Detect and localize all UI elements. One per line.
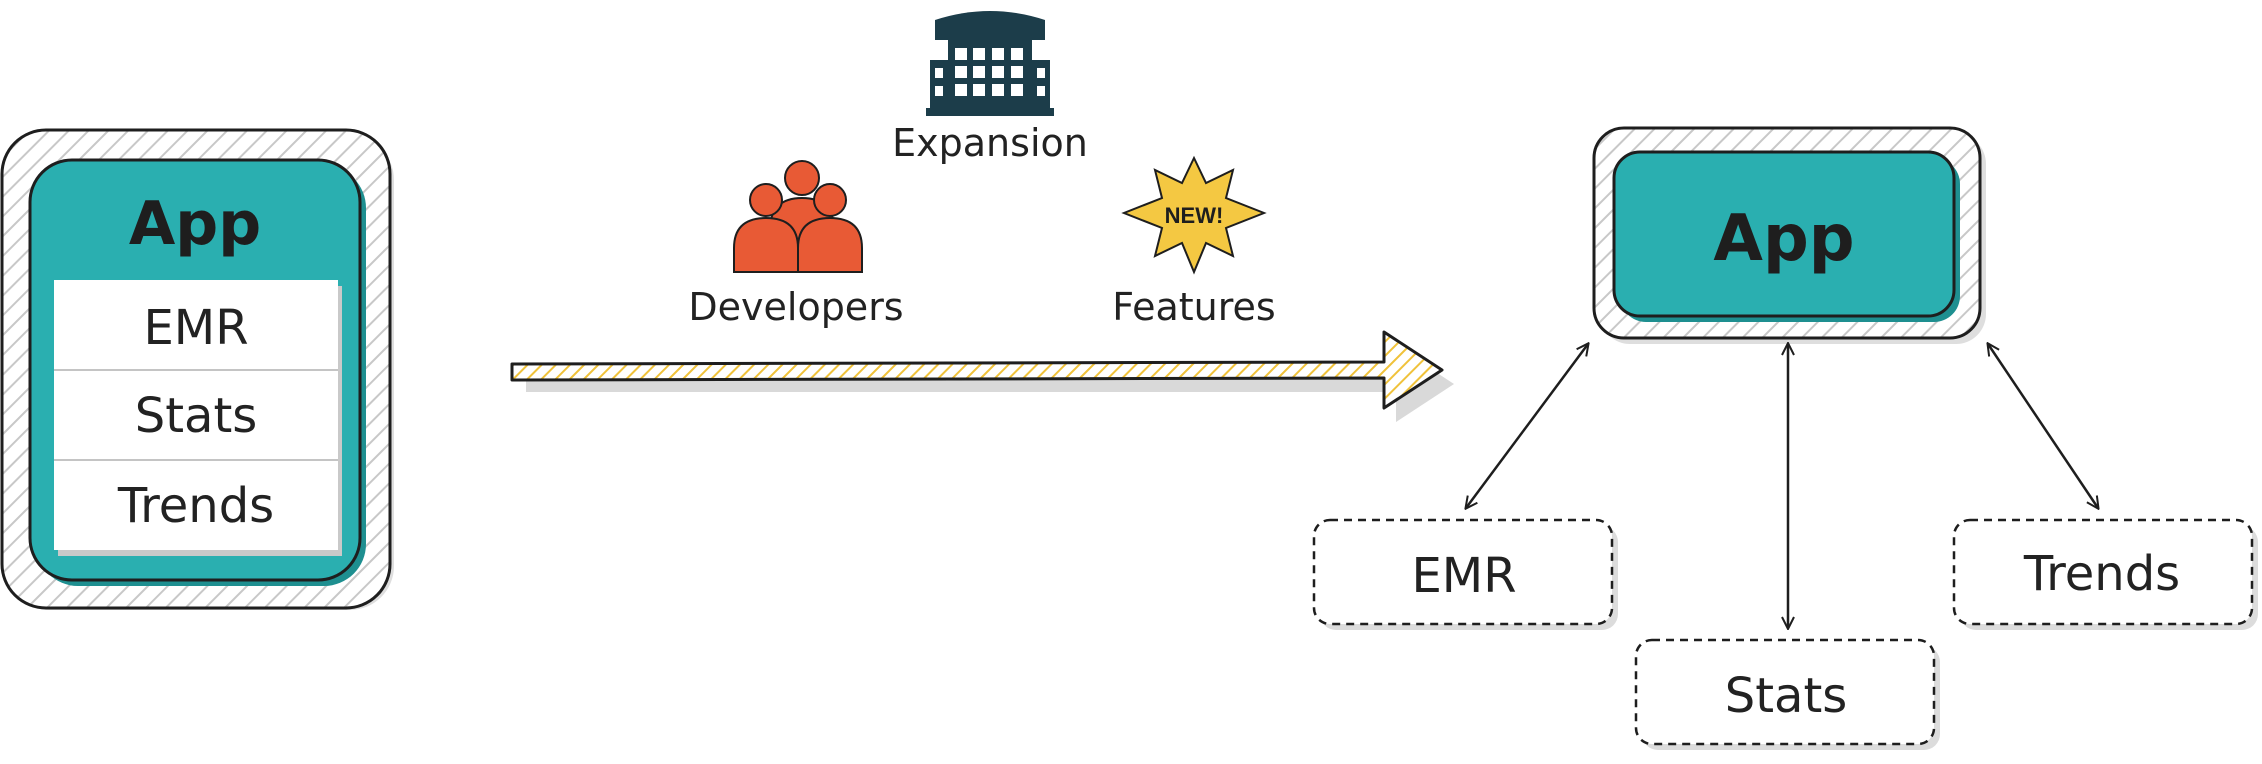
- left-app-item-trends: Trends: [117, 478, 274, 534]
- connectors: [1466, 344, 2098, 628]
- connector-emr: [1466, 344, 1588, 508]
- people-icon: [733, 160, 863, 273]
- left-app-title: App: [129, 189, 261, 259]
- connector-trends: [1988, 344, 2098, 508]
- module-stats: Stats: [1634, 638, 1940, 750]
- left-app-item-stats: Stats: [135, 388, 258, 444]
- features-label: Features: [1112, 285, 1275, 329]
- module-trends: Trends: [1952, 518, 2258, 630]
- module-trends-label: Trends: [2023, 546, 2180, 602]
- module-emr: EMR: [1312, 518, 1618, 630]
- progress-arrow: [510, 330, 1454, 422]
- right-app-card: App: [1592, 126, 1986, 344]
- right-app-title: App: [1713, 202, 1854, 276]
- left-app-item-emr: EMR: [143, 300, 248, 356]
- module-emr-label: EMR: [1411, 548, 1516, 604]
- new-star-icon: NEW!: [1121, 155, 1267, 275]
- new-badge-text: NEW!: [1165, 203, 1224, 228]
- expansion-label: Expansion: [892, 121, 1088, 165]
- building-icon: [926, 11, 1054, 116]
- module-stats-label: Stats: [1725, 668, 1848, 724]
- left-app-card: App EMR Stats Trends: [0, 128, 394, 610]
- developers-label: Developers: [688, 285, 903, 329]
